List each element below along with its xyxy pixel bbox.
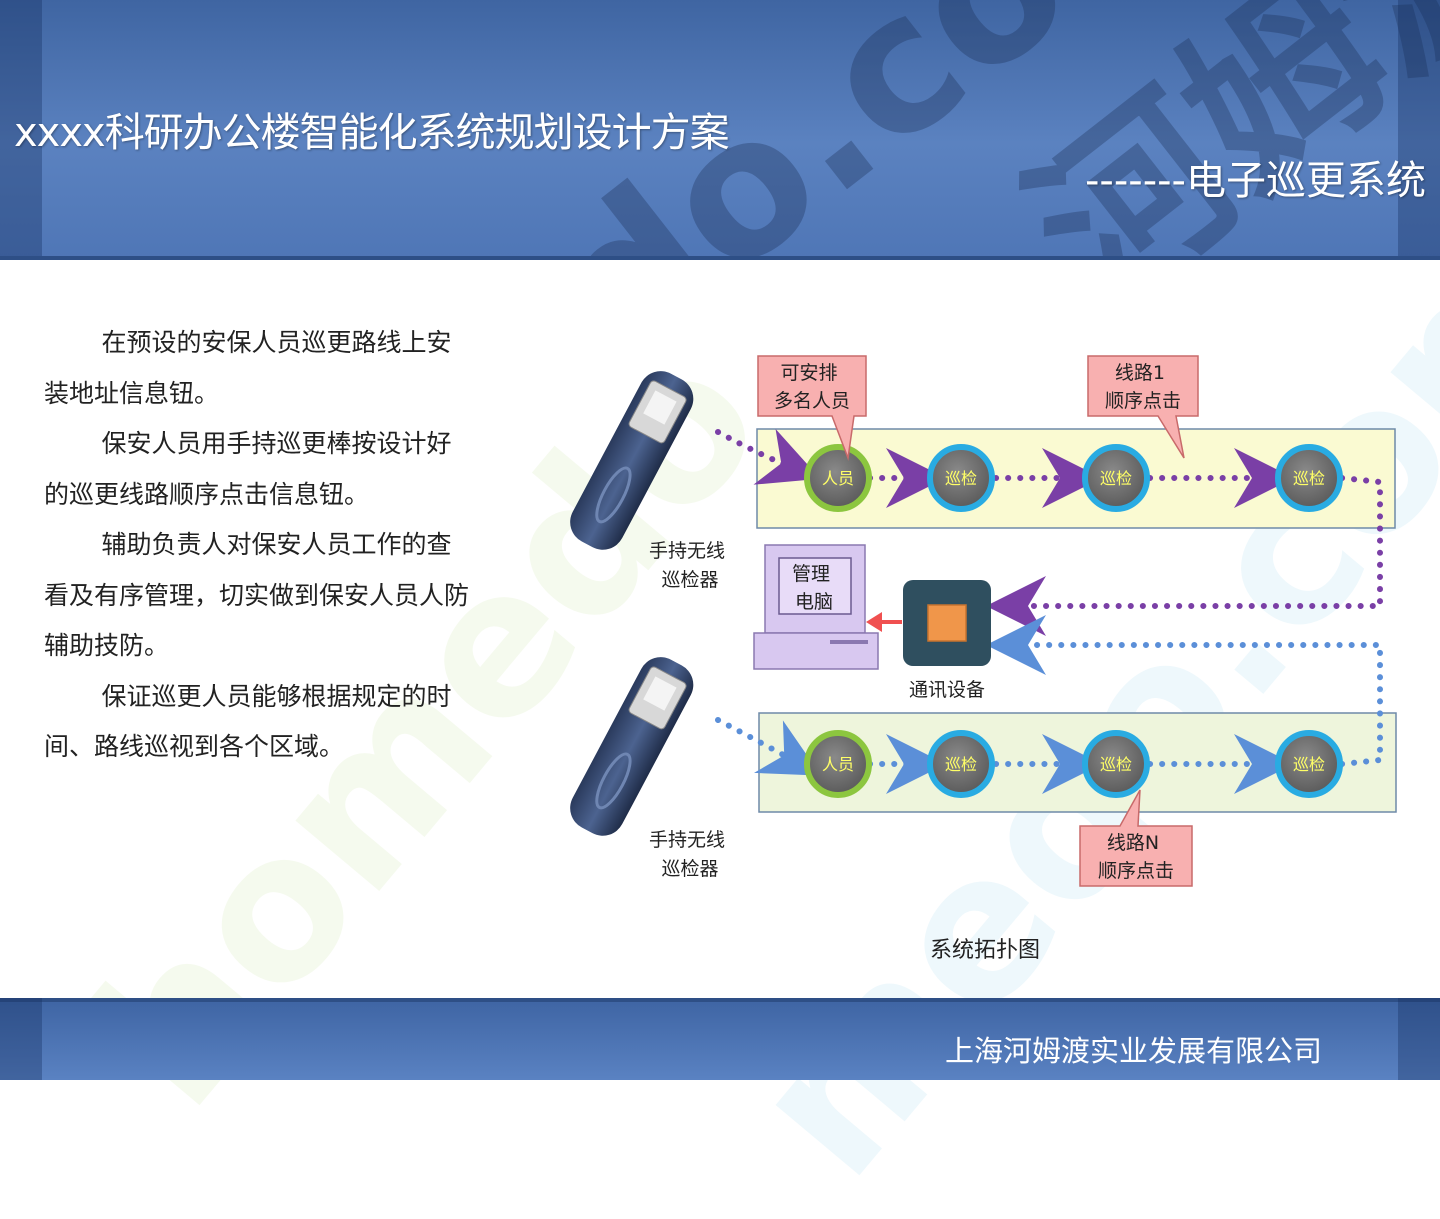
svg-text:巡检: 巡检 <box>1100 755 1132 774</box>
route-1-person-node: 人员 <box>804 444 872 512</box>
diagram-caption: 系统拓扑图 <box>930 938 1041 963</box>
header-banner: do.co 河姆渡 xxxx科研办公楼智能化系统规划设计方案 -------电子… <box>0 0 1440 260</box>
company-name: 上海河姆渡实业发展有限公司 <box>944 1034 1322 1068</box>
svg-text:管理 电脑: 管理 电脑 <box>792 563 836 613</box>
svg-text:人员: 人员 <box>822 755 854 774</box>
management-computer: 管理 电脑 <box>753 544 879 670</box>
callout-route-1: 线路1 顺序点击 <box>1087 355 1199 459</box>
device-label-bottom: 手持无线 巡检器 <box>649 829 731 880</box>
svg-text:巡检: 巡检 <box>1293 469 1325 488</box>
svg-text:巡检: 巡检 <box>1293 755 1325 774</box>
paragraph: 在预设的安保人员巡更路线上安装地址信息钮。 <box>44 328 452 408</box>
handheld-device-top <box>570 371 694 550</box>
communication-device: 通讯设备 <box>903 580 991 701</box>
page-title: xxxx科研办公楼智能化系统规划设计方案 <box>14 110 730 156</box>
route-n-path <box>715 615 1383 794</box>
topology-diagram: 手持无线 巡检器 手持无线 巡检器 人员 巡检 巡检 巡检 <box>570 355 1397 887</box>
route-1-path <box>715 428 1383 636</box>
route-1-check-node: 巡检 <box>927 444 995 512</box>
callout-multiple-staff: 可安排 多名人员 <box>757 355 867 461</box>
svg-text:线路1 顺序点击: 线路1 顺序点击 <box>1105 362 1181 412</box>
handheld-device-bottom <box>570 657 694 836</box>
svg-text:巡检: 巡检 <box>1100 469 1132 488</box>
svg-text:线路N 顺序点击: 线路N 顺序点击 <box>1098 832 1174 882</box>
route-1-check-node: 巡检 <box>1275 444 1343 512</box>
description-text: 在预设的安保人员巡更路线上安装地址信息钮。 保安人员用手持巡更棒按设计好的巡更线… <box>44 318 474 773</box>
svg-text:巡检: 巡检 <box>945 755 977 774</box>
comm-device-label: 通讯设备 <box>909 679 985 701</box>
route-n-check-node: 巡检 <box>1275 730 1343 798</box>
arrow-to-computer <box>866 612 902 632</box>
page-subtitle: -------电子巡更系统 <box>1084 158 1426 204</box>
svg-text:巡检: 巡检 <box>945 469 977 488</box>
route-n-check-node: 巡检 <box>1082 730 1150 798</box>
svg-text:可安排 多名人员: 可安排 多名人员 <box>774 362 850 412</box>
route-n-check-node: 巡检 <box>927 730 995 798</box>
svg-text:人员: 人员 <box>822 469 854 488</box>
route-1-check-node: 巡检 <box>1082 444 1150 512</box>
device-label-top: 手持无线 巡检器 <box>649 540 731 591</box>
callout-route-n: 线路N 顺序点击 <box>1079 789 1193 887</box>
paragraph: 保安人员用手持巡更棒按设计好的巡更线路顺序点击信息钮。 <box>44 429 452 509</box>
paragraph: 保证巡更人员能够根据规定的时间、路线巡视到各个区域。 <box>44 681 452 762</box>
route-n-person-node: 人员 <box>804 730 872 798</box>
footer-banner: 上海河姆渡实业发展有限公司 <box>0 998 1440 1080</box>
paragraph: 辅助负责人对保安人员工作的查看及有序管理，切实做到保安人员人防辅助技防。 <box>44 530 470 660</box>
